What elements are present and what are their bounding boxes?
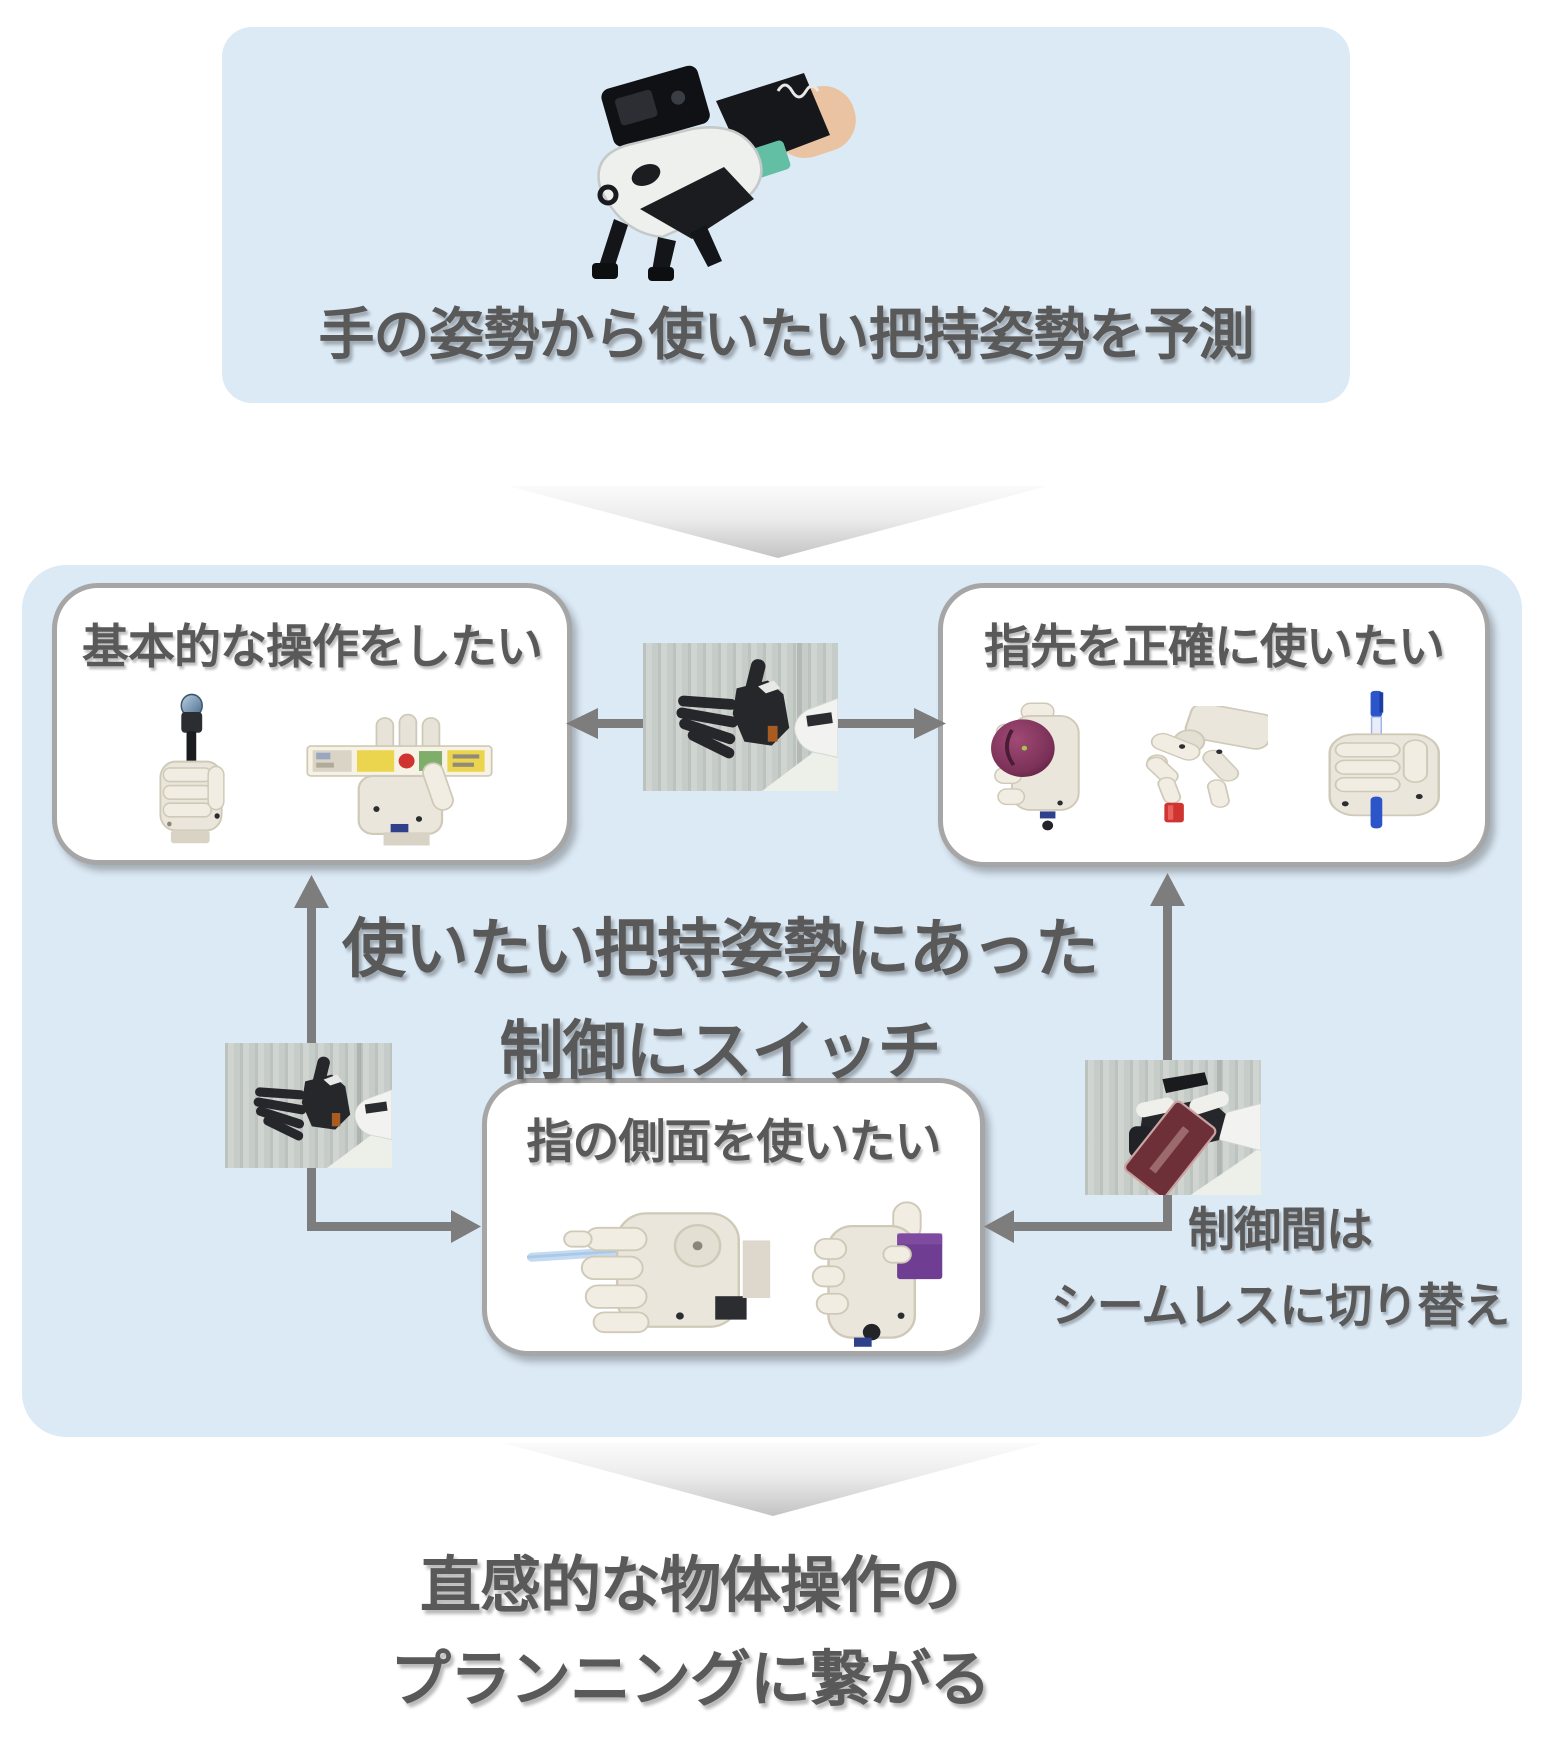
strap-2 (652, 237, 676, 275)
tool-hand-svg (159, 693, 225, 844)
fingertip-precision-box: 指先を正確に使いたい (938, 583, 1490, 867)
sign-hand-svg (1124, 1060, 1261, 1195)
pen-hand-svg (1328, 690, 1440, 829)
card-hand-svg (526, 1212, 771, 1334)
outcome-caption: 直感的な物体操作の プランニングに繋がる (90, 1538, 1290, 1726)
sign-hand-photo (1085, 1060, 1261, 1195)
maroon-sign (1124, 1100, 1217, 1195)
arrow-center-to-fingertip-line (838, 719, 916, 728)
arrow-center-to-basic-line (596, 719, 646, 728)
plum-hand-svg (991, 702, 1080, 831)
cube-hand-svg (811, 1201, 943, 1347)
logo-squiggle (776, 83, 820, 99)
center-open-hand-photo (643, 643, 838, 791)
basic-box-title: 基本的な操作をしたい (82, 620, 543, 673)
finger-side-box: 指の側面を使いたい (482, 1078, 985, 1356)
package-hand-svg (306, 713, 493, 846)
strap-1 (598, 219, 628, 275)
arrow-left-horizontal-line (307, 1222, 453, 1231)
outcome-caption-line1: 直感的な物体操作の (419, 1551, 961, 1619)
red-mark (398, 753, 415, 769)
card-hand-photo (523, 1190, 778, 1352)
glove-port-1 (631, 164, 661, 186)
cube-hand-photo (803, 1195, 955, 1355)
tool-hand-photo (135, 688, 247, 848)
plum-hand-photo (967, 692, 1095, 836)
seamless-caption: 制御間は シームレスに切り替え (1030, 1192, 1530, 1344)
long-package (306, 745, 493, 777)
glove-photo (540, 65, 870, 283)
basic-operations-box: 基本的な操作をしたい (52, 583, 572, 865)
down-chevron-top (508, 486, 1048, 558)
left-open-hand-photo (225, 1043, 392, 1168)
strap-tip-2 (648, 267, 674, 281)
yellow-label-right (447, 750, 485, 772)
purple-cube (897, 1233, 943, 1280)
pinch-hand-photo (1113, 706, 1268, 840)
fingertip-box-title: 指先を正確に使いたい (984, 620, 1445, 673)
switch-caption-line1: 使いたい把持姿勢にあった (342, 913, 1099, 985)
pen-hand-photo (1281, 688, 1466, 840)
outcome-caption-line2: プランニングに繋がる (389, 1645, 991, 1713)
prediction-panel: 手の姿勢から使いたい把持姿勢を予測 (222, 27, 1350, 403)
dark-actuator (715, 1296, 747, 1320)
package-hand-photo (302, 703, 497, 848)
black-hand (676, 659, 790, 759)
strap-3 (690, 225, 722, 267)
switch-caption: 使いたい把持姿勢にあった 制御にスイッチ (170, 898, 1270, 1102)
glove-ring (597, 184, 619, 206)
prediction-title: 手の姿勢から使いたい把持姿勢を予測 (318, 303, 1255, 366)
blue-pen-bottom (1370, 796, 1383, 829)
side-box-title: 指の側面を使いたい (526, 1115, 942, 1168)
open-hand-svg (253, 1043, 392, 1168)
glove-palm (640, 167, 754, 239)
glove-photo-svg (592, 65, 856, 281)
seamless-caption-line2: シームレスに切り替え (1050, 1279, 1511, 1332)
open-hand-svg (676, 643, 838, 791)
seamless-caption-line1: 制御間は (1188, 1203, 1373, 1256)
down-chevron-bottom (503, 1443, 1043, 1516)
strap-tip-1 (592, 263, 618, 279)
pinch-hand-svg (1145, 706, 1268, 823)
arrow-right-horizontal-line (1012, 1222, 1164, 1231)
red-object (1164, 802, 1184, 823)
switch-caption-line2: 制御にスイッチ (499, 1015, 942, 1087)
yellow-label-left (356, 750, 395, 772)
tracker-unit (601, 65, 710, 147)
